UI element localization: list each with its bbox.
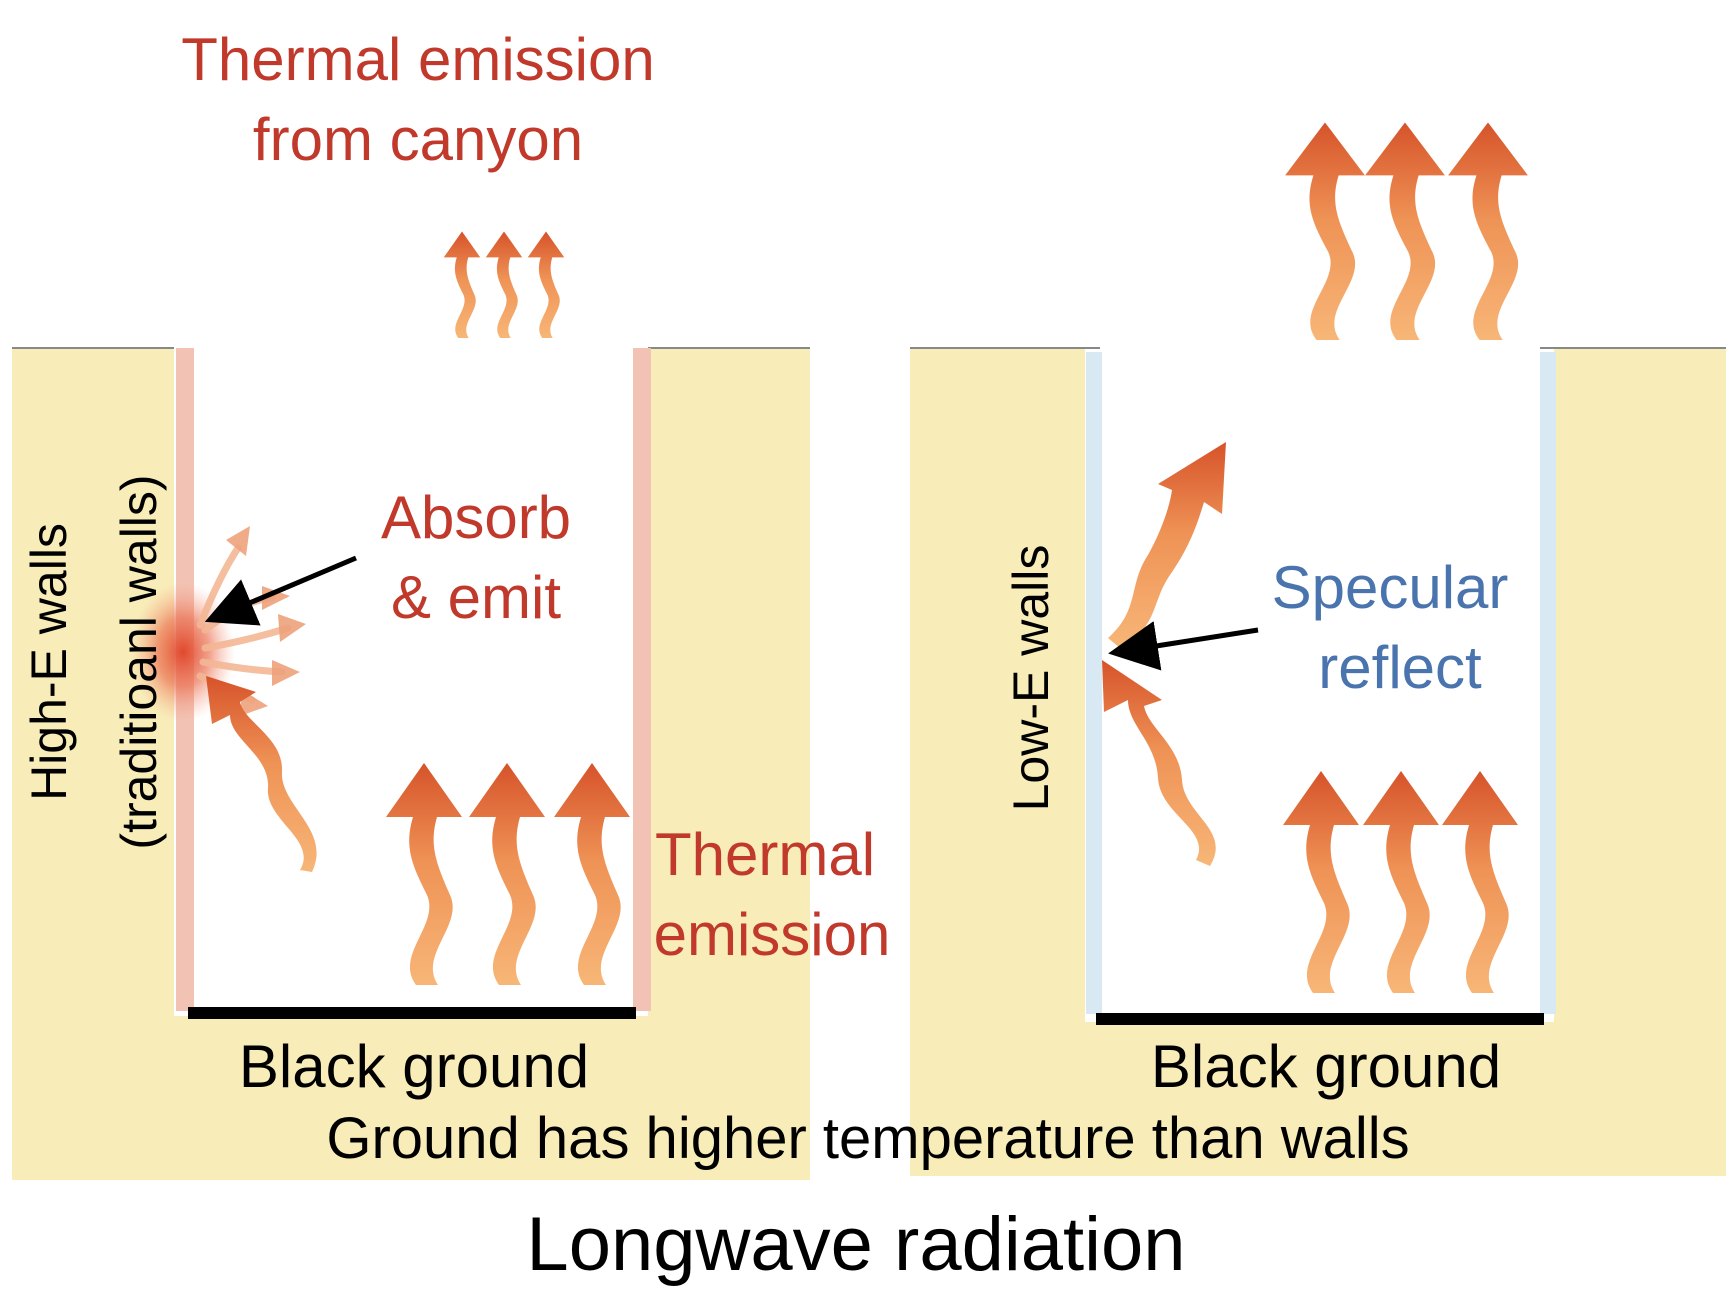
incoming-radiation-arrow-left bbox=[206, 676, 317, 872]
left-top-label-line2: from canyon bbox=[253, 106, 583, 173]
high-e-wall-label-line2: (traditioanl walls) bbox=[111, 474, 167, 849]
right-canyon-top-arrow-2 bbox=[1365, 122, 1445, 340]
canyon-top-arrow-2 bbox=[485, 231, 523, 338]
absorb-pointer-arrow-icon bbox=[204, 555, 357, 626]
specular-reflect-label-line2: reflect bbox=[1318, 634, 1482, 701]
left-soil-bottom-block bbox=[174, 1016, 648, 1180]
canyon-top-arrow-1 bbox=[443, 231, 481, 338]
right-canyon-top-arrow-3 bbox=[1448, 122, 1528, 340]
ground-emission-arrow-2 bbox=[469, 763, 545, 985]
reflected-radiation-arrow bbox=[1108, 442, 1226, 648]
right-soil-bottom-block bbox=[1085, 1022, 1554, 1176]
right-black-ground bbox=[1096, 1013, 1544, 1025]
right-canyon-top-arrow-1 bbox=[1285, 122, 1365, 340]
left-soil-left-block bbox=[12, 348, 174, 1180]
ground-emission-arrow-3 bbox=[554, 763, 630, 985]
right-ground-emission-arrow-2 bbox=[1363, 771, 1439, 993]
high-e-right-wall bbox=[633, 348, 651, 1011]
specular-reflect-label-line1: Specular bbox=[1272, 554, 1509, 621]
left-top-label-line1: Thermal emission bbox=[181, 26, 654, 93]
right-ground-emission-arrow-1 bbox=[1283, 771, 1359, 993]
low-e-left-wall bbox=[1086, 352, 1102, 1014]
thermal-emission-label-line1: Thermal bbox=[655, 821, 875, 888]
right-ground-emission-arrow-3 bbox=[1442, 771, 1518, 993]
specular-pointer-arrow-icon bbox=[1108, 621, 1259, 671]
high-e-wall-label-line1: High-E walls bbox=[21, 523, 77, 801]
canyon-top-emission-arrows bbox=[443, 231, 565, 338]
right-canyon-panel bbox=[910, 122, 1726, 1176]
low-e-wall-label: Low-E walls bbox=[1003, 545, 1059, 812]
absorb-emit-label-line2: & emit bbox=[391, 564, 561, 631]
ground-emission-arrow-1 bbox=[386, 763, 462, 985]
incoming-radiation-arrow-right bbox=[1102, 660, 1216, 866]
figure-title: Longwave radiation bbox=[526, 1202, 1185, 1287]
left-soil-right-block bbox=[648, 348, 810, 1180]
right-soil-left-block bbox=[910, 348, 1085, 1176]
left-canyon-panel bbox=[12, 231, 810, 1180]
shared-caption: Ground has higher temperature than walls bbox=[326, 1106, 1409, 1171]
right-ground-label: Black ground bbox=[1151, 1033, 1501, 1100]
canyon-top-arrow-3 bbox=[527, 231, 565, 338]
left-black-ground bbox=[188, 1007, 636, 1019]
left-ground-label: Black ground bbox=[239, 1033, 589, 1100]
thermal-emission-label-line2: emission bbox=[654, 901, 891, 968]
low-e-right-wall bbox=[1540, 352, 1556, 1014]
absorb-emit-label-line1: Absorb bbox=[381, 484, 571, 551]
right-soil-right-block bbox=[1554, 348, 1726, 1176]
